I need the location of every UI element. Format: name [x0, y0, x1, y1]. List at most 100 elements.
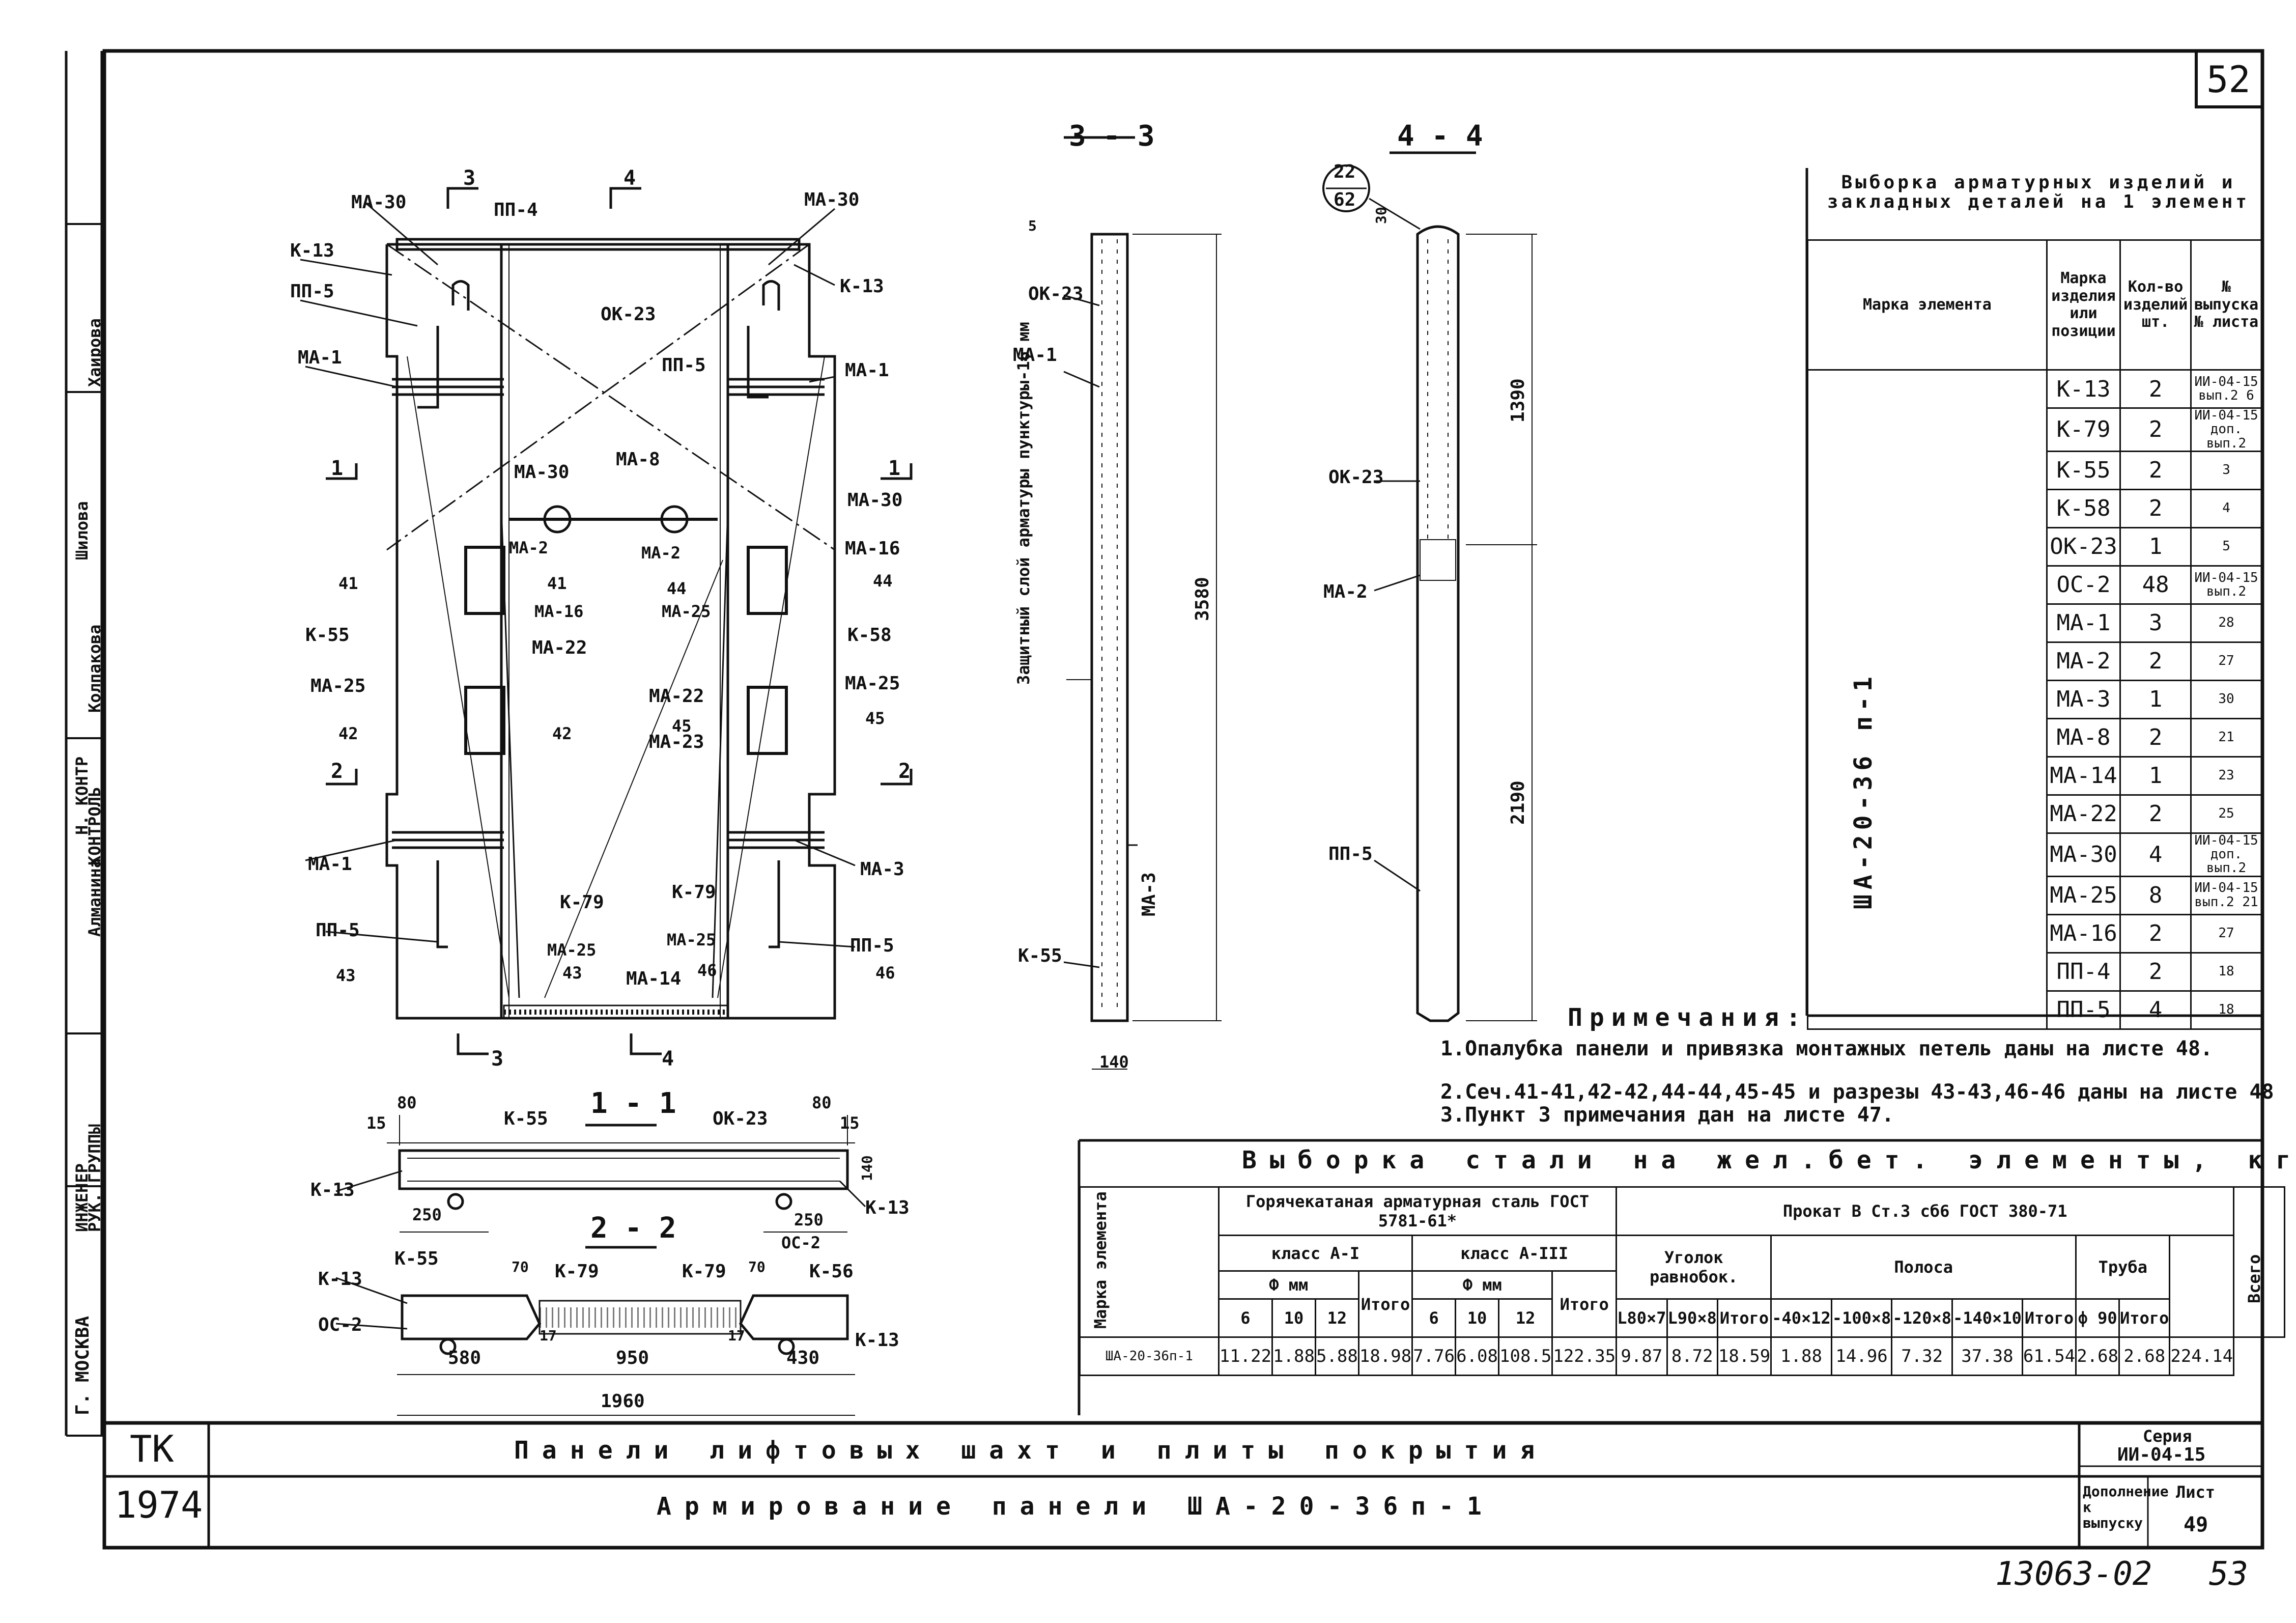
sheet-frame — [102, 49, 2264, 1550]
steel-sub-angle-1: L90×8 — [1666, 1298, 1718, 1338]
spec-cell-ref: ИИ-04-15 вып.2 21 — [2190, 875, 2262, 915]
steel-val-a3-total: 122.35 — [1551, 1336, 1618, 1376]
steel-val-a1-0: 11.22 — [1217, 1336, 1273, 1376]
stamp-norm-control: Н. КОНТР — [72, 756, 92, 835]
s22-k13-b: К-13 — [855, 1330, 899, 1351]
label-k55: К-55 — [305, 625, 350, 646]
s33-ok23: ОК-23 — [1028, 284, 1084, 304]
steel-val-strip-total: 61.54 — [2021, 1336, 2077, 1376]
steel-itogo-angle: Итого — [1716, 1298, 1772, 1338]
s44-dim-2190: 2190 — [1508, 780, 1528, 825]
spec-cell-qty: 2 — [2119, 913, 2192, 954]
spec-cell-ref: 27 — [2190, 913, 2262, 954]
steel-val-a1-total: 18.98 — [1357, 1336, 1413, 1376]
s11-dim-15b: 15 — [840, 1113, 860, 1133]
cut-46-a: 46 — [697, 961, 717, 980]
steel-val-a3-2: 108.5 — [1497, 1336, 1553, 1376]
cut-1-left: 1 — [331, 457, 344, 480]
spec-cell-ref: ИИ-04-15 вып.2 6 — [2190, 369, 2262, 409]
steel-val-strip-1: 14.96 — [1830, 1336, 1893, 1376]
steel-class1: класс А-I — [1217, 1235, 1413, 1272]
cut-4-bottom: 4 — [662, 1047, 674, 1071]
label-ok23: ОК-23 — [601, 304, 656, 325]
cut-45-a: 45 — [672, 716, 692, 736]
list-label: Лист — [2176, 1482, 2216, 1502]
stamp-name-1: Алманина — [85, 858, 104, 937]
spec-cell-ref: ИИ-04-15 доп. вып.2 — [2190, 407, 2262, 452]
cut-41-b: 41 — [547, 574, 567, 593]
steel-sub-strip-3: -140×10 — [1951, 1298, 2023, 1338]
s22-os2-a: ОС-2 — [318, 1314, 362, 1335]
label-ma2-b: МА-2 — [641, 543, 681, 563]
steel-itogo-strip: Итого — [2021, 1298, 2077, 1338]
cut-4-top: 4 — [623, 166, 636, 190]
steel-sub-pipe-0: ф 90 — [2075, 1298, 2120, 1338]
label-k79-b: К-79 — [672, 882, 716, 903]
spec-cell-qty: 3 — [2119, 603, 2192, 643]
s22-k79-b: К-79 — [682, 1261, 726, 1282]
spec-cell-mark: К-13 — [2046, 369, 2121, 409]
section-2-2 — [335, 1246, 855, 1416]
spec-cell-qty: 2 — [2119, 488, 2192, 528]
spec-cell-qty: 4 — [2119, 832, 2192, 877]
label-k13-b: К-13 — [840, 276, 884, 297]
label-pp5-c: ПП-5 — [316, 920, 360, 941]
spec-element-mark: ША-20-36 п-1 — [1807, 369, 2048, 1030]
steel-itogo-pipe: Итого — [2118, 1298, 2171, 1338]
steel-val-angle-1: 8.72 — [1666, 1336, 1718, 1376]
section-2-2-title: 2 - 2 — [590, 1212, 676, 1245]
note-2: 2.Сеч.41-41,42-42,44-44,45-45 и разрезы … — [1440, 1080, 2274, 1104]
steel-mark-header: Марка элемента — [1079, 1186, 1220, 1338]
spec-cell-ref: 18 — [2190, 990, 2262, 1030]
steel-itogo-a1: Итого — [1357, 1270, 1413, 1338]
series-value: ИИ-04-15 — [2117, 1444, 2206, 1465]
s33-dim-top: 5 — [1028, 217, 1037, 234]
steel-strip: Полоса — [1770, 1235, 2077, 1300]
steel-sub-angle-0: L80×7 — [1615, 1298, 1668, 1338]
s44-dim-30: 30 — [1373, 207, 1390, 224]
label-ma22-a: МА-22 — [532, 637, 587, 658]
spec-cell-ref: 18 — [2190, 952, 2262, 992]
spec-cell-ref: 30 — [2190, 679, 2262, 719]
steel-val-angle-0: 9.87 — [1615, 1336, 1668, 1376]
s11-dim-250a: 250 — [412, 1205, 442, 1224]
label-ma30-c: МА-30 — [514, 462, 570, 483]
section-4-4 — [1322, 151, 1537, 1022]
spec-header-ref: № выпуска № листа — [2190, 239, 2262, 371]
s22-dim-70b: 70 — [748, 1258, 766, 1275]
cut-2-left: 2 — [331, 760, 344, 783]
spec-cell-mark: К-79 — [2046, 407, 2121, 452]
s11-dim-15a: 15 — [366, 1113, 386, 1133]
steel-val-strip-3: 37.38 — [1951, 1336, 2023, 1376]
cut-45-b: 45 — [865, 709, 885, 728]
steel-val-a1-1: 1.88 — [1271, 1336, 1316, 1376]
label-ma25-b: МА-25 — [662, 602, 711, 621]
s22-dim-580: 580 — [448, 1348, 481, 1368]
spec-cell-qty: 2 — [2119, 407, 2192, 452]
cut-2-right: 2 — [898, 760, 911, 783]
label-ma25-a: МА-25 — [310, 676, 366, 696]
spec-table: Марка элемента Марка изделия или позиции… — [1807, 239, 2262, 1030]
spec-cell-ref: ИИ-04-15 доп. вып.2 — [2190, 832, 2262, 877]
section-3-3 — [1063, 136, 1222, 1070]
s44-ma2: МА-2 — [1323, 581, 1368, 602]
steel-val-pipe-total: 2.68 — [2118, 1336, 2171, 1376]
s22-os2-b: ОС-2 — [781, 1233, 821, 1252]
label-ma25-d: МА-25 — [547, 940, 597, 960]
s11-dim-250b: 250 — [794, 1210, 824, 1229]
cut-46-b: 46 — [875, 963, 895, 983]
steel-val-total: 224.14 — [2169, 1336, 2235, 1376]
steel-sub-a1-2: 12 — [1314, 1298, 1359, 1338]
spec-cell-ref: 5 — [2190, 526, 2262, 567]
s11-k13-b: К-13 — [865, 1197, 910, 1218]
label-ma25-e: МА-25 — [667, 930, 716, 949]
steel-val-angle-total: 18.59 — [1716, 1336, 1772, 1376]
